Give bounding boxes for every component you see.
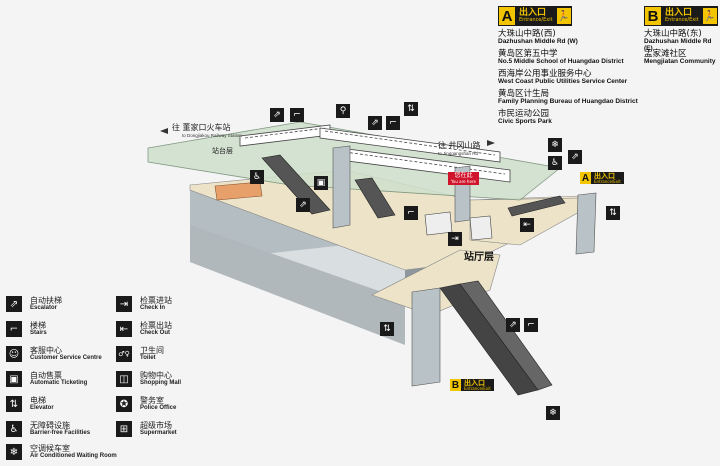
air-conditioned-icon: ❄ <box>6 444 22 460</box>
exit-a-label-cn: 出入口 <box>519 8 547 18</box>
stairs-icon: ⌐ <box>524 318 538 332</box>
elevator-icon: ⇅ <box>606 206 620 220</box>
escalator-icon: ⇗ <box>568 150 582 164</box>
stairs-icon: ⌐ <box>404 206 418 220</box>
you-are-here-marker: 您在此 You are here <box>448 172 479 185</box>
exit-b-label-en: Entrance/Exit <box>665 17 699 23</box>
exit-b-sign-small: B 出入口 Entrance/Exit <box>450 379 494 391</box>
exit-run-icon: 🏃 <box>556 8 571 24</box>
service-room <box>214 181 263 201</box>
check-out-icon: ⇤ <box>520 218 534 232</box>
escalator-icon: ⇗ <box>6 296 22 312</box>
exit-a-header: A 出入口 Entrance/Exit 🏃 <box>498 6 572 26</box>
shopping-mall-icon: ◫ <box>116 371 132 387</box>
direction-left-label-en: to Dongjiakou Railway Station <box>182 133 242 138</box>
check-gates <box>469 215 493 241</box>
platform-level-label: 站台层 <box>212 147 233 155</box>
exit-b-letter: B <box>645 7 661 25</box>
stairs-icon: ⌐ <box>6 321 22 337</box>
exit-b-label-cn: 出入口 <box>665 8 693 18</box>
escalator-platform-mid <box>354 177 396 219</box>
column-exit-a <box>575 192 597 255</box>
toilet-icon: ♂♀ <box>116 346 132 362</box>
air-conditioned-icon: ❄ <box>548 138 562 152</box>
escalator-icon: ⇗ <box>270 108 284 122</box>
escalator-platform-left <box>261 154 331 215</box>
escalator-icon: ⇗ <box>506 318 520 332</box>
stairs-icon: ⌐ <box>290 108 304 122</box>
escalator-icon: ⇗ <box>296 198 310 212</box>
toilet-icon: ⚲ <box>336 104 350 118</box>
elevator-icon: ⇅ <box>404 102 418 116</box>
arrow-left <box>160 128 168 134</box>
column-center <box>332 145 351 229</box>
exit-run-icon: 🏃 <box>702 8 717 24</box>
exit-a-dest-1: 黄岛区第五中学 No.5 Middle School of Huangdao D… <box>498 49 624 65</box>
exit-a-letter: A <box>499 7 515 25</box>
direction-left-label: 往 董家口火车站 <box>172 123 231 132</box>
exit-b-dest-0: 大珠山中路(东) Dazhushan Middle Rd (E) <box>644 29 712 52</box>
check-in-icon: ⇥ <box>116 296 132 312</box>
exit-a-sign-small: A 出入口 Entrance/Exit <box>580 172 624 184</box>
direction-right-label-en: to Jinggangshan Rd <box>438 151 479 156</box>
exit-a-dest-2: 西海岸公用事业服务中心 West Coast Public Utilities … <box>498 69 628 85</box>
exit-b-dest-1: 孟家滩社区 Mengjiatan Community <box>644 49 716 65</box>
ticketing-icon: ▣ <box>6 371 22 387</box>
box-bottom-face <box>190 225 405 345</box>
air-conditioned-icon: ❄ <box>546 406 560 420</box>
check-in-icon: ⇥ <box>448 232 462 246</box>
customer-service-icon: ☺ <box>6 346 22 362</box>
stairs-exit-b <box>459 280 553 391</box>
exit-a-dest-4: 市民运动公园 Civic Sports Park <box>498 109 552 125</box>
accessible-icon: ♿ <box>250 170 264 184</box>
check-out-icon: ⇤ <box>116 321 132 337</box>
police-office-icon: ✪ <box>116 396 132 412</box>
escalator-exit-a <box>507 195 566 217</box>
supermarket-icon: ⊞ <box>116 421 132 437</box>
elevator-icon: ⇅ <box>6 396 22 412</box>
direction-right-label: 往 井冈山路 <box>438 141 481 150</box>
accessible-icon: ♿ <box>548 156 562 170</box>
exit-a-dest-3: 黄岛区计生局 Family Planning Bureau of Huangda… <box>498 89 638 105</box>
ticketing-icon: ▣ <box>314 176 328 190</box>
column-exit-b <box>411 287 441 387</box>
elevator-icon: ⇅ <box>380 322 394 336</box>
escalator-icon: ⇗ <box>368 116 382 130</box>
exit-a-label-en: Entrance/Exit <box>519 17 553 23</box>
stairs-icon: ⌐ <box>386 116 400 130</box>
arrow-right <box>487 140 495 146</box>
accessible-icon: ♿ <box>6 421 22 437</box>
exit-b-header: B 出入口 Entrance/Exit 🏃 <box>644 6 718 26</box>
concourse-level-label: 站厅层 <box>464 252 494 263</box>
exit-a-dest-0: 大珠山中路(西) Dazhushan Middle Rd (W) <box>498 29 578 45</box>
